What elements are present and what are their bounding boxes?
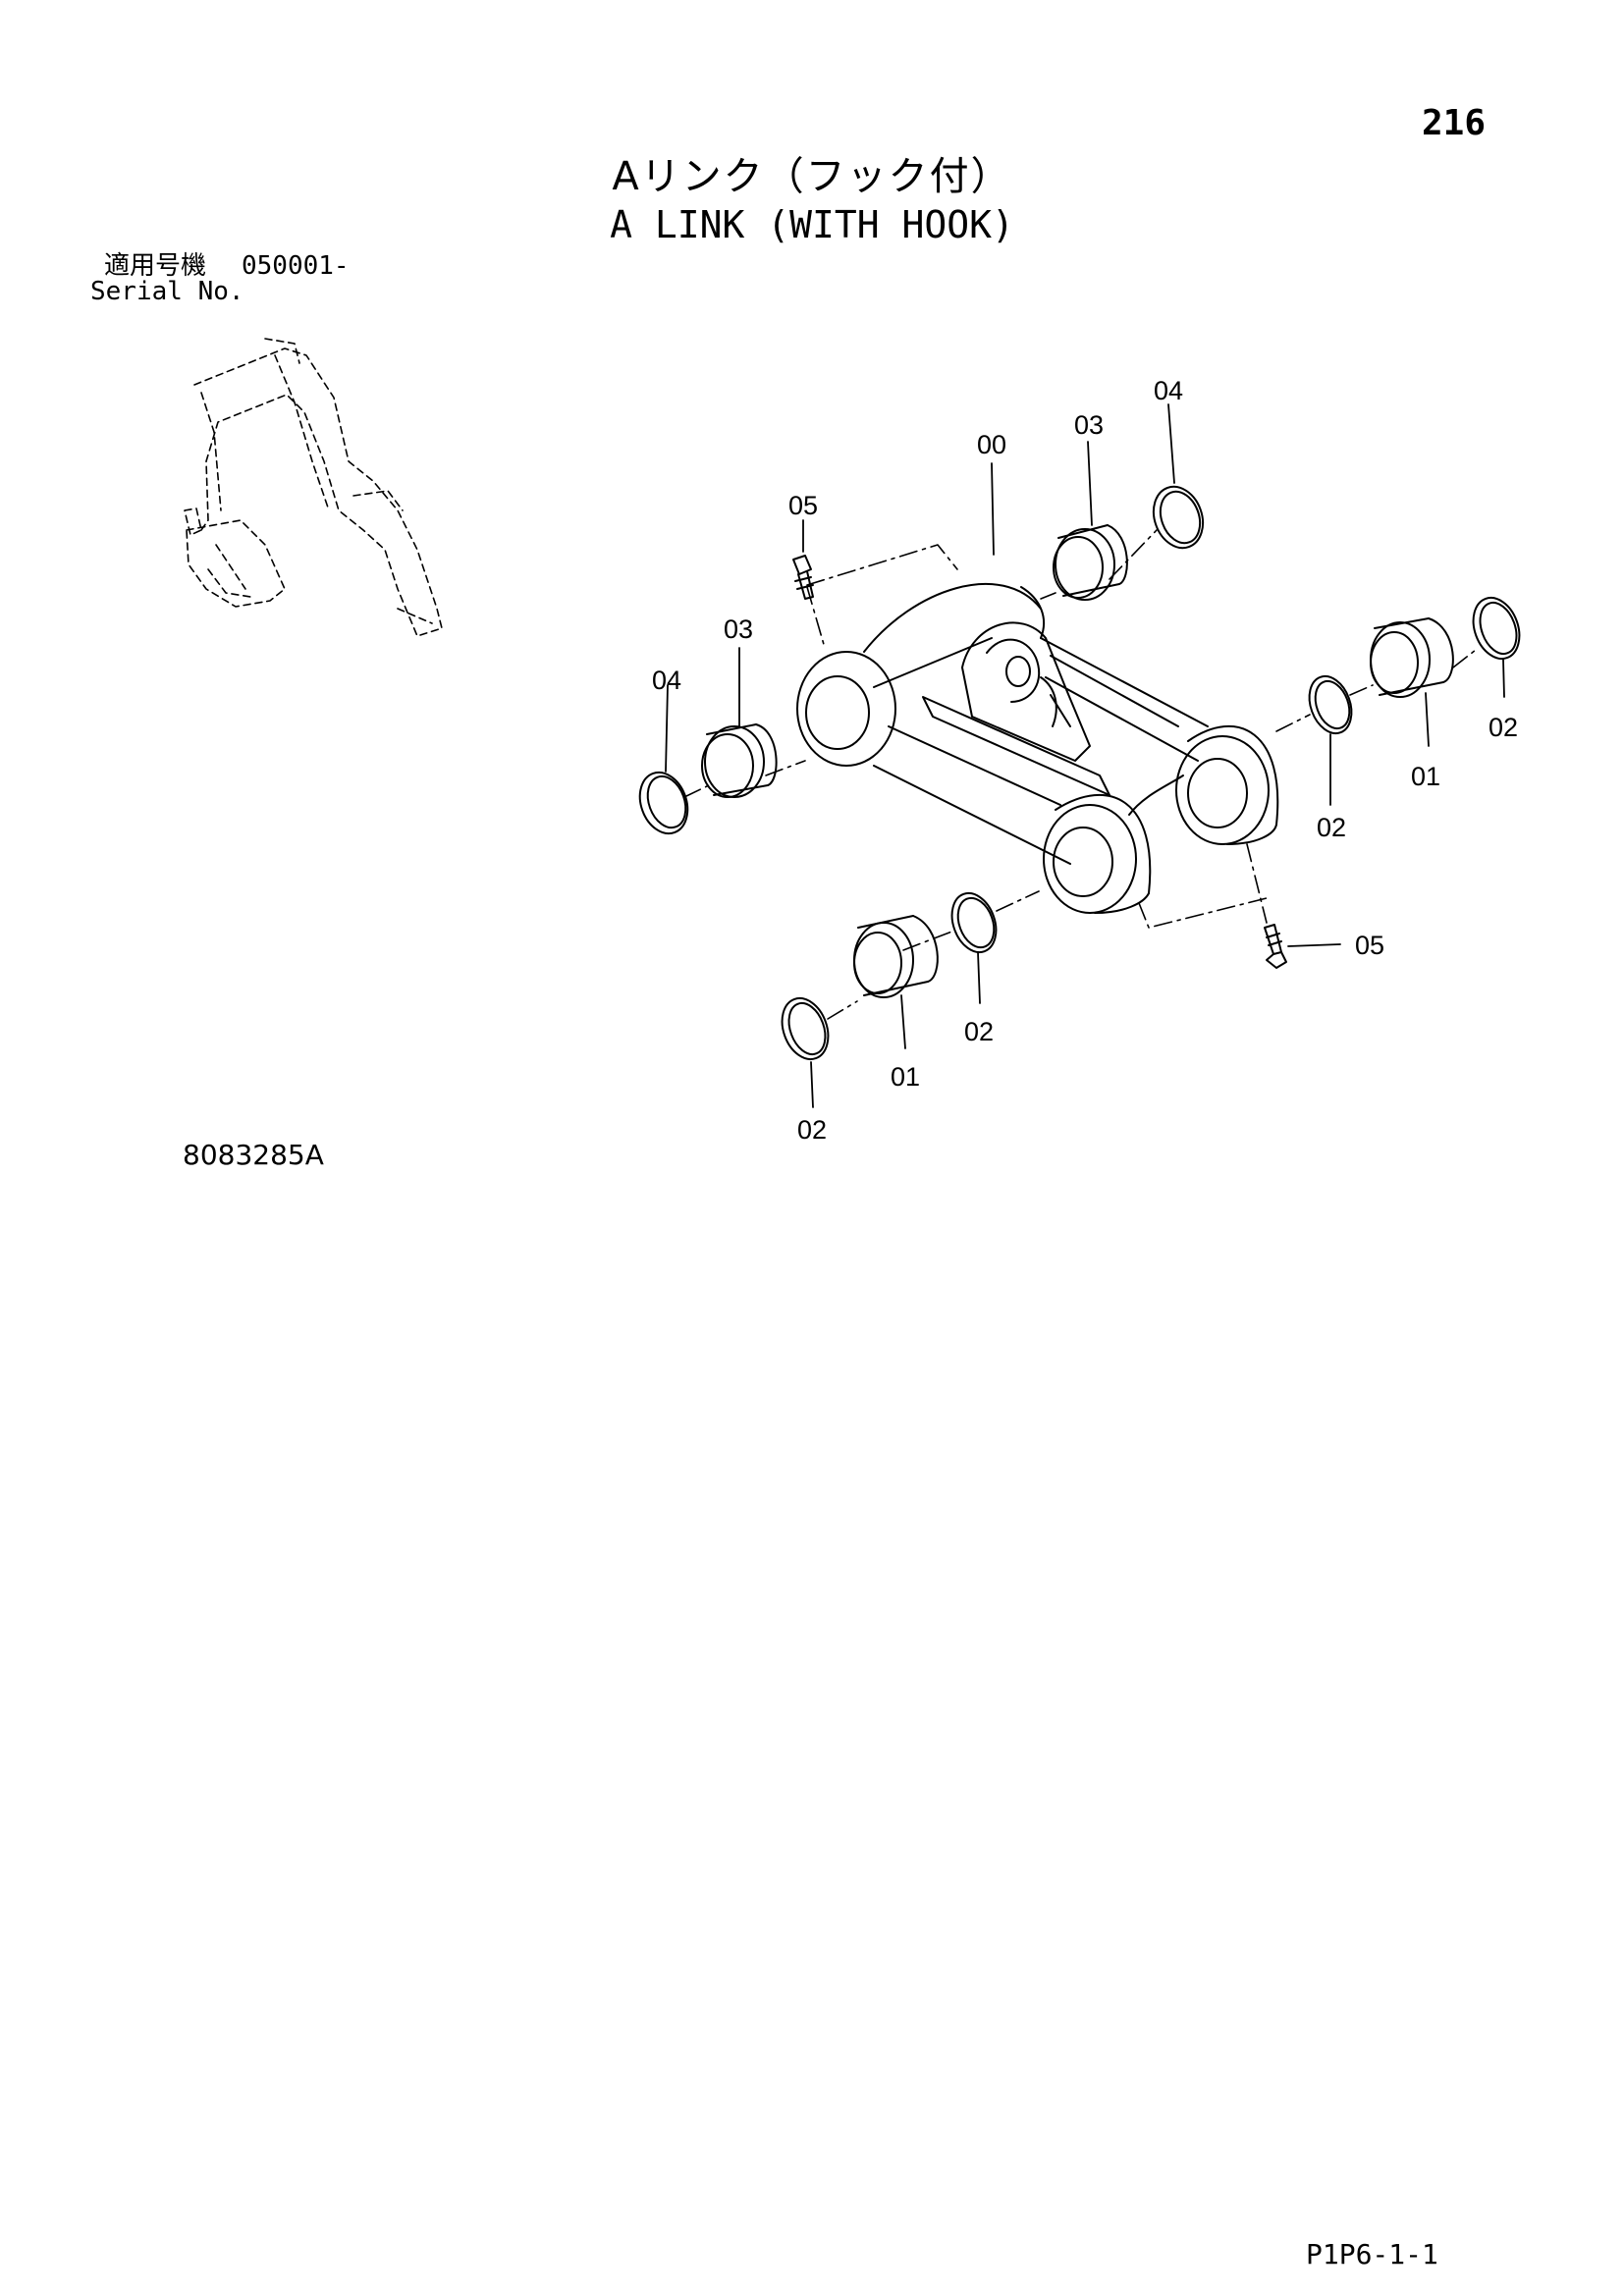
grease-fitting-05-top: [792, 555, 814, 600]
callout-05-top: 05: [788, 491, 819, 520]
callout-02-right-inner: 02: [1317, 813, 1347, 842]
callout-02-bottom-outer: 02: [797, 1115, 828, 1145]
callout-03-left: 03: [724, 614, 754, 644]
page-number: 216: [1422, 103, 1487, 143]
callout-01-right: 01: [1411, 762, 1441, 791]
bottom-seal-02-outer: [781, 997, 830, 1060]
page-title-japanese: Aリンク（フック付）: [612, 154, 1012, 199]
callout-04-top: 04: [1154, 376, 1184, 405]
left-bushing-03: [701, 723, 778, 798]
assembly-lines: [683, 529, 1477, 1020]
page-title-english: A LINK (WITH HOOK): [610, 203, 1014, 246]
top-bushing-03: [1053, 524, 1128, 601]
top-shim-04: [1152, 485, 1205, 550]
serial-label-japanese: 適用号機: [104, 251, 207, 281]
grease-fitting-05-bottom: [1264, 924, 1287, 969]
drawing-number: 8083285A: [183, 1139, 324, 1171]
serial-label-english: Serial No.: [90, 277, 244, 306]
bottom-bushing-01: [853, 915, 939, 998]
callout-02-bottom-inner: 02: [964, 1017, 995, 1046]
right-bushing-01: [1370, 617, 1454, 698]
right-seal-02-outer: [1472, 597, 1521, 660]
left-shim-04: [638, 771, 689, 835]
page-code: P1P6-1-1: [1306, 2238, 1438, 2270]
leader-lines: [665, 403, 1505, 1108]
callout-01-bottom: 01: [891, 1062, 921, 1092]
callout-04-left: 04: [652, 666, 682, 695]
serial-number-value: 050001-: [242, 251, 350, 281]
right-seal-02-inner: [1308, 674, 1353, 735]
callout-05-right: 05: [1355, 931, 1385, 960]
a-link-frame: [796, 583, 1279, 914]
callout-02-right-outer: 02: [1489, 713, 1519, 742]
callout-00: 00: [977, 430, 1007, 459]
callout-03-top: 03: [1074, 410, 1105, 440]
bottom-seal-02-inner: [950, 891, 998, 954]
excavator-locator-thumbnail: [184, 338, 443, 637]
